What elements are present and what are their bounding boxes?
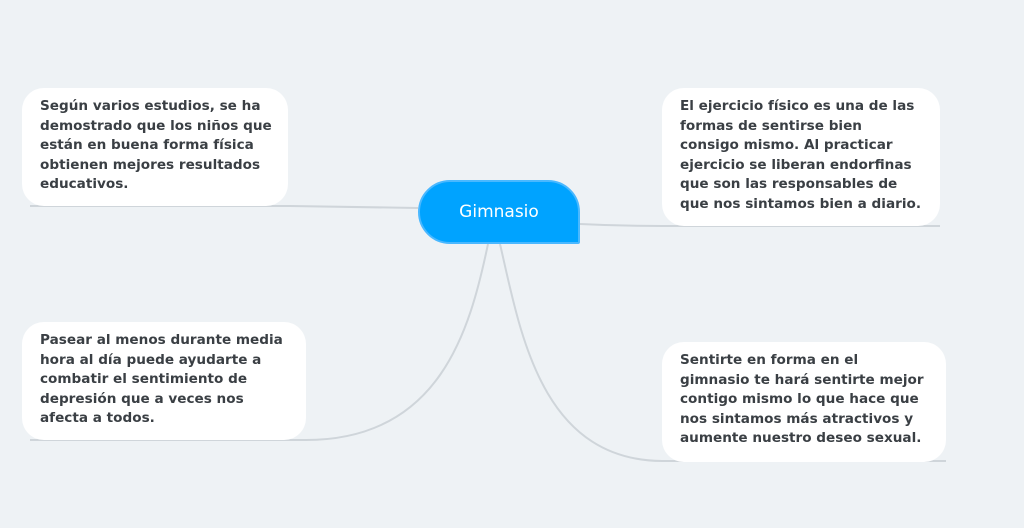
topic-text: Sentirte en forma en el gimnasio te hará…	[680, 352, 924, 446]
topic-node-4[interactable]: Sentirte en forma en el gimnasio te hará…	[662, 342, 946, 462]
topic-node-1[interactable]: Según varios estudios, se ha demostrado …	[22, 88, 288, 206]
connector-topic-2	[579, 223, 940, 227]
topic-text: Pasear al menos durante media hora al dí…	[40, 332, 283, 426]
central-topic[interactable]: Gimnasio	[418, 180, 580, 244]
central-topic-label: Gimnasio	[459, 202, 539, 222]
connector-topic-4	[499, 243, 946, 462]
topic-text: El ejercicio físico es una de las formas…	[680, 98, 921, 212]
topic-text: Según varios estudios, se ha demostrado …	[40, 98, 272, 192]
connector-topic-1	[30, 205, 419, 209]
topic-node-3[interactable]: Pasear al menos durante media hora al dí…	[22, 322, 306, 440]
topic-node-2[interactable]: El ejercicio físico es una de las formas…	[662, 88, 940, 226]
connector-topic-3	[30, 243, 489, 441]
